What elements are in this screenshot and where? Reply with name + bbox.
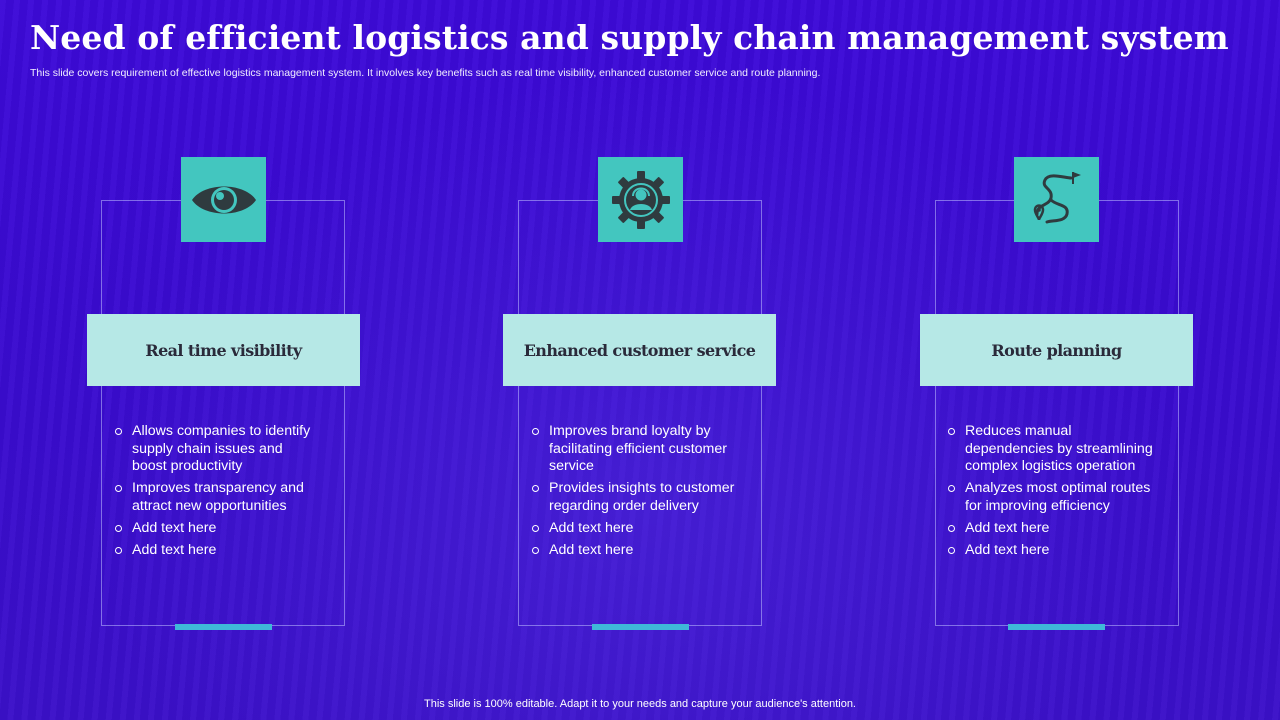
footer-note: This slide is 100% editable. Adapt it to… [424, 698, 856, 710]
bullet-circle-icon [532, 428, 539, 435]
bullet-circle-icon [948, 524, 955, 532]
bullet-circle-icon [115, 546, 122, 554]
icon-tile-route-planning [1014, 157, 1099, 242]
list-item: Add text here [532, 542, 737, 560]
accent-bar [175, 624, 272, 630]
card-label-visibility: Real time visibility [87, 314, 360, 386]
list-item: Improves brand loyalty by facilitating e… [532, 423, 737, 476]
bullet-circle-icon [948, 546, 955, 554]
list-item: Add text here [948, 542, 1153, 560]
bullet-circle-icon [948, 485, 955, 492]
bullet-circle-icon [115, 485, 122, 492]
page-subtitle: This slide covers requirement of effecti… [30, 67, 821, 79]
icon-tile-visibility [181, 157, 266, 242]
bullet-circle-icon [532, 546, 539, 554]
list-item: Analyzes most optimal routes for improvi… [948, 480, 1153, 515]
list-item: Add text here [115, 542, 320, 560]
list-item: Add text here [948, 520, 1153, 538]
bullet-circle-icon [115, 428, 122, 435]
bullet-circle-icon [948, 428, 955, 435]
list-item: Allows companies to identify supply chai… [115, 423, 320, 476]
bullet-circle-icon [532, 485, 539, 492]
bullet-circle-icon [532, 524, 539, 532]
list-item: Reduces manual dependencies by streamlin… [948, 423, 1153, 476]
bullet-list-route-planning: Reduces manual dependencies by streamlin… [948, 423, 1153, 564]
bullet-list-customer-service: Improves brand loyalty by facilitating e… [532, 423, 737, 564]
accent-bar [1008, 624, 1105, 630]
card-label-route-planning: Route planning [920, 314, 1193, 386]
card-label-customer-service: Enhanced customer service [503, 314, 776, 386]
page-title: Need of efficient logistics and supply c… [30, 18, 1229, 57]
route-map-icon [1033, 171, 1081, 223]
list-item: Provides insights to customer regarding … [532, 480, 737, 515]
icon-tile-customer-service [598, 157, 683, 242]
list-item: Add text here [532, 520, 737, 538]
accent-bar [592, 624, 689, 630]
customer-support-gear-icon [611, 170, 670, 229]
bullet-list-visibility: Allows companies to identify supply chai… [115, 423, 320, 564]
list-item: Add text here [115, 520, 320, 538]
list-item: Improves transparency and attract new op… [115, 480, 320, 515]
eye-icon [191, 186, 256, 213]
bullet-circle-icon [115, 524, 122, 532]
